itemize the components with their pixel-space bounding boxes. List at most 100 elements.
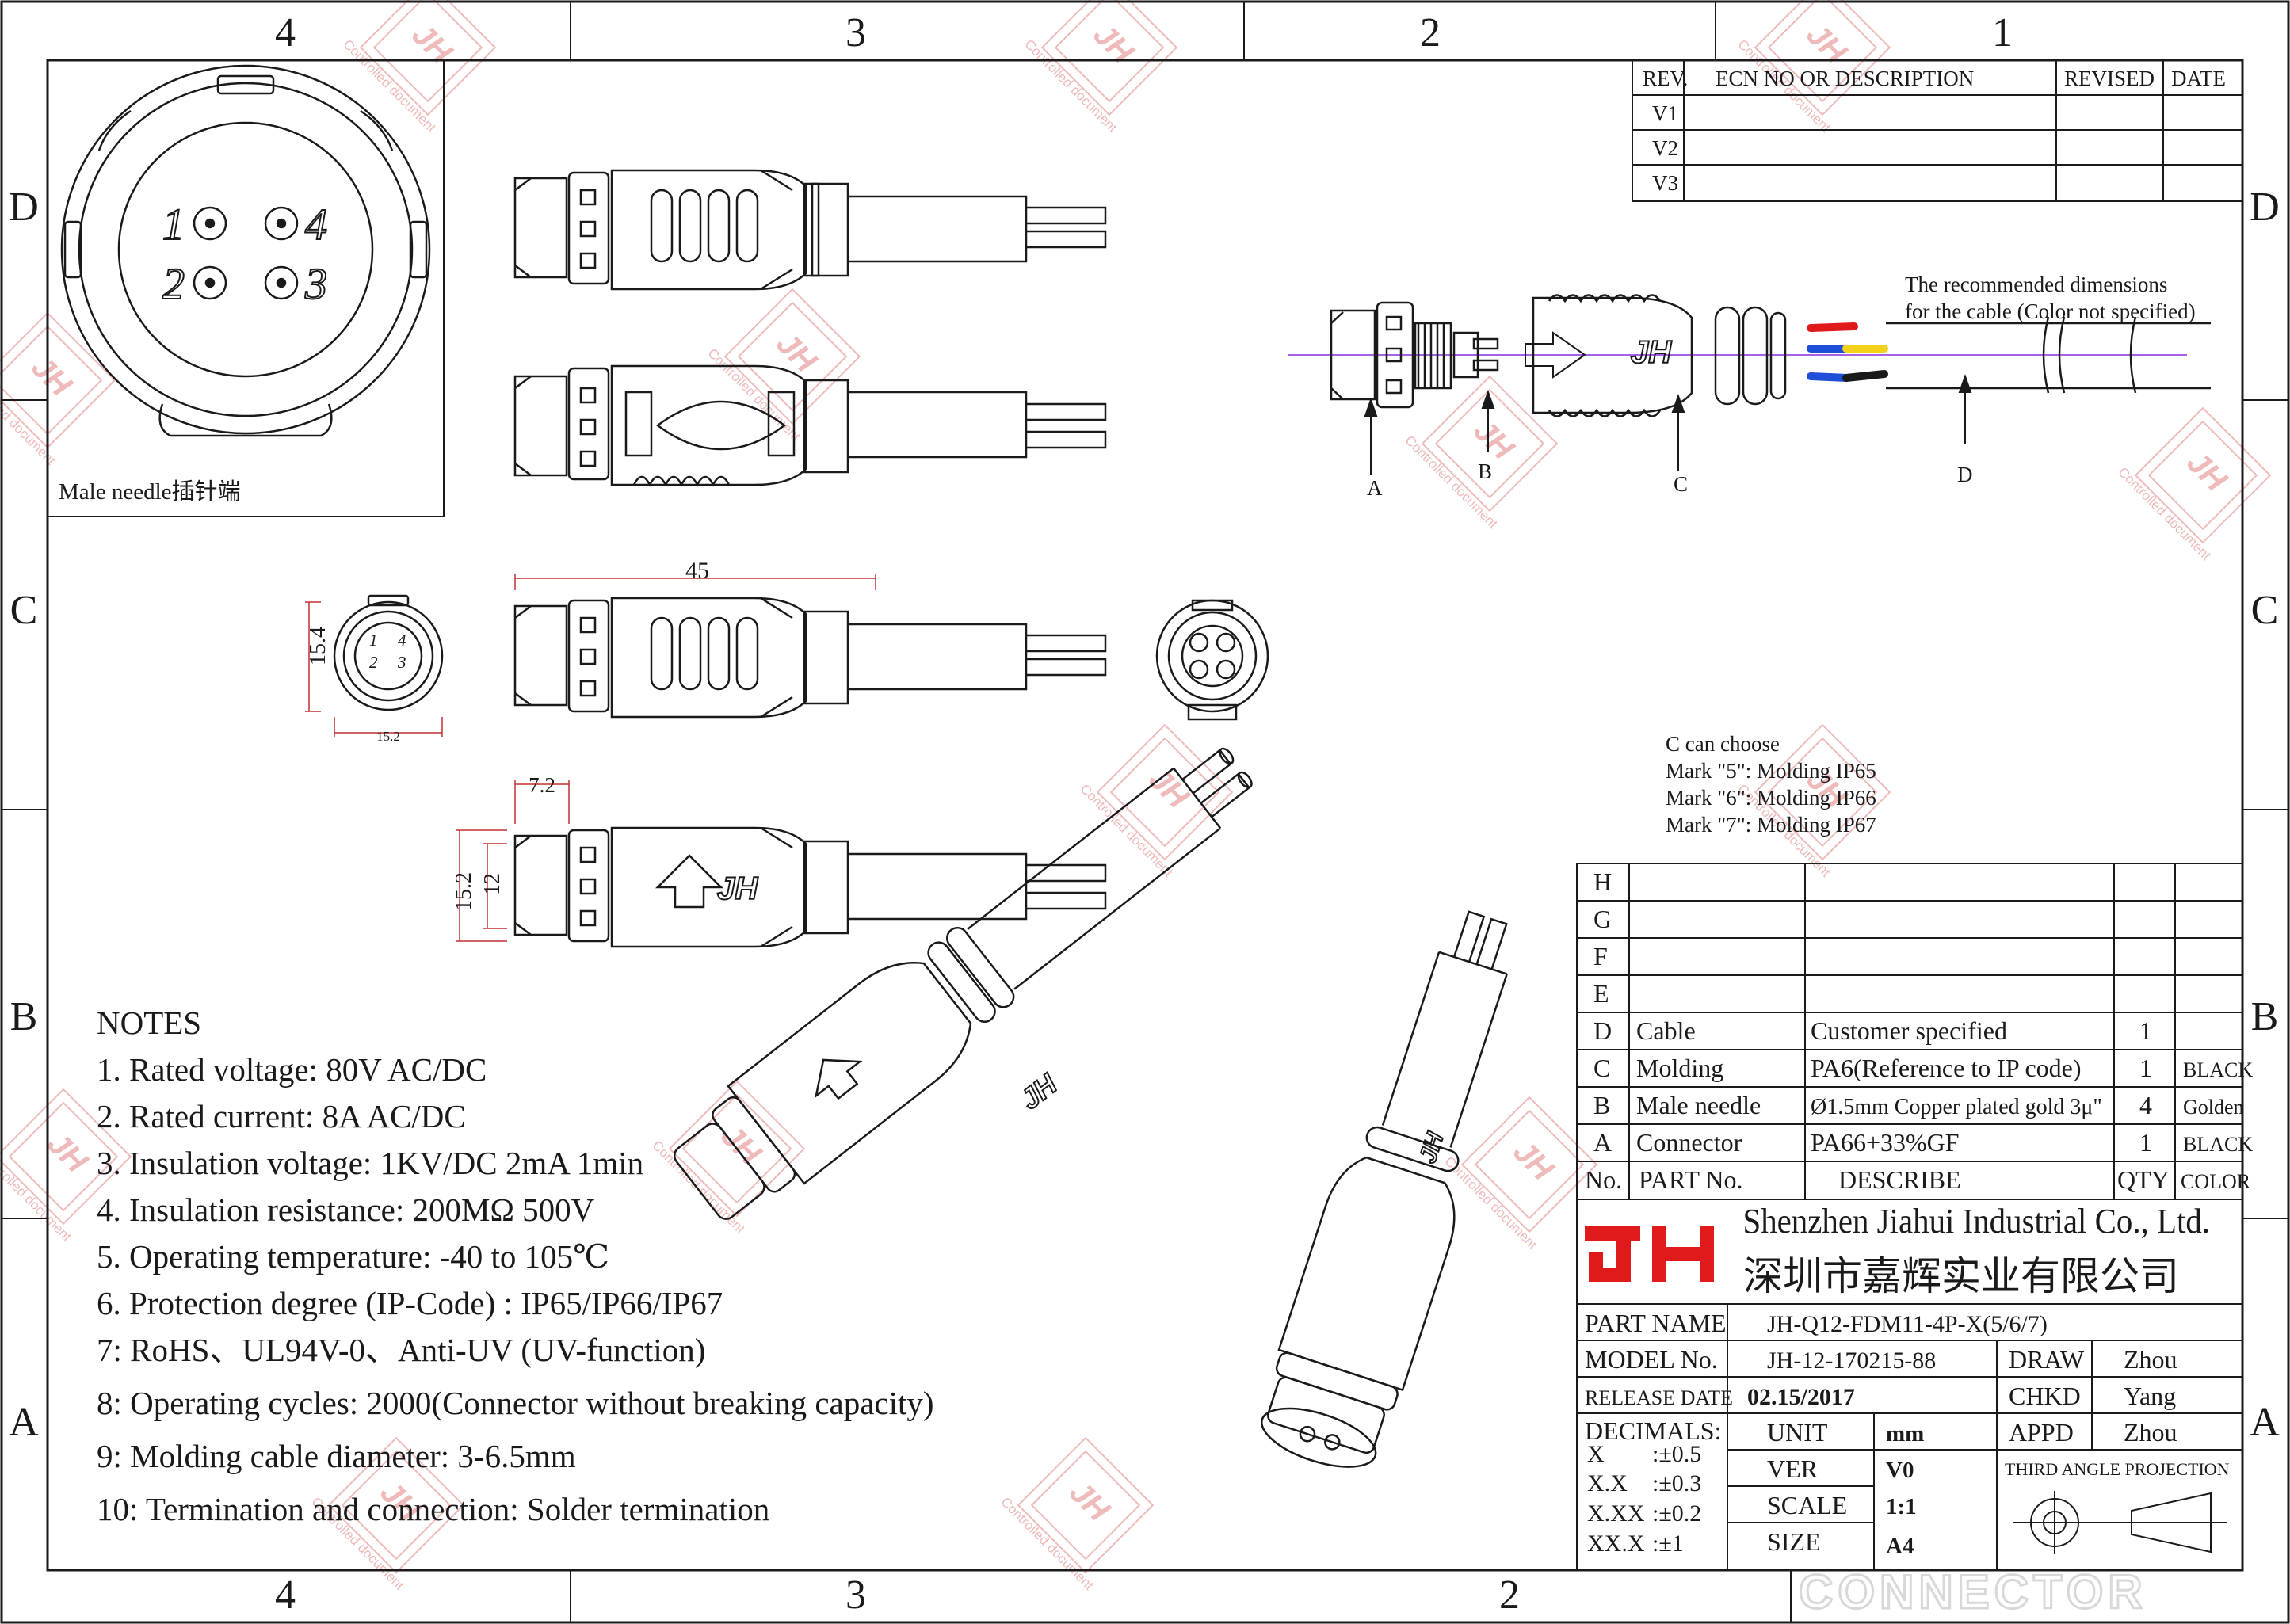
decimal-xx-key: X.X	[1587, 1470, 1628, 1496]
company-name-cn: 深圳市嘉辉实业有限公司	[1743, 1254, 2179, 1298]
notes-block: NOTES 1. Rated voltage: 80V AC/DC 2. Rat…	[97, 1000, 1111, 1533]
dim-nut: 7.2	[529, 773, 555, 797]
note-item: 8: Operating cycles: 2000(Connector with…	[97, 1385, 934, 1421]
zone-col-1-top: 1	[1992, 10, 2013, 55]
note-item: 10: Termination and connection: Solder t…	[97, 1491, 770, 1527]
svg-text:4: 4	[398, 631, 406, 650]
note-item: 2. Rated current: 8A AC/DC	[97, 1098, 466, 1134]
svg-text:2: 2	[369, 653, 378, 672]
decimal-xxdx-key: XX.X	[1587, 1531, 1645, 1557]
decimal-xx-val: :±0.3	[1652, 1470, 1701, 1496]
bom-a-no: A	[1593, 1128, 1612, 1157]
bom-a-color: BLACK	[2183, 1133, 2253, 1156]
scale-value: 1:1	[1886, 1494, 1917, 1519]
zone-row-c-left: C	[10, 588, 38, 633]
rev-row-v3: V3	[1652, 171, 1678, 195]
decimals-title: DECIMALS:	[1585, 1416, 1721, 1445]
dim-face-width: 15.2	[376, 729, 400, 744]
note-item: 5. Operating temperature: -40 to 105℃	[97, 1238, 610, 1275]
frame-zone-labels: 4 3 2 1 4 3 2 D C B A D C B A	[9, 10, 2280, 1618]
ver-label: VER	[1767, 1454, 1819, 1483]
rev-row-v2: V2	[1652, 136, 1678, 160]
rev-header-rev: REV.	[1643, 67, 1688, 90]
zone-col-4-top: 4	[275, 10, 296, 55]
bom-header-color: COLOR	[2181, 1170, 2251, 1193]
release-value: 02.15/2017	[1747, 1384, 1855, 1410]
svg-text:3: 3	[397, 653, 406, 672]
molding-option-ip67: Mark "7": Molding IP67	[1666, 813, 1876, 837]
dim-height-inner: 12	[480, 873, 505, 895]
zone-col-3-top: 3	[845, 10, 866, 55]
zone-row-c-right: C	[2251, 588, 2279, 633]
bom-row-g: G	[1593, 905, 1612, 933]
zone-row-d-right: D	[2250, 185, 2280, 230]
pin-label-1: 1	[162, 200, 185, 250]
bom-d-qty: 1	[2139, 1016, 2152, 1045]
zone-row-a-left: A	[9, 1400, 39, 1445]
exploded-assembly-view: A B C D JH	[1288, 294, 2211, 500]
projection-label: THIRD ANGLE PROJECTION	[2005, 1459, 2230, 1479]
isometric-views	[673, 747, 1508, 1468]
bom-header-no: No.	[1585, 1165, 1622, 1194]
size-value: A4	[1886, 1534, 1914, 1559]
dim-face-height: 15.4	[306, 627, 330, 665]
callout-a: A	[1367, 476, 1383, 500]
bom-d-part: Cable	[1636, 1016, 1696, 1045]
bom-c-part: Molding	[1636, 1054, 1723, 1082]
bom-a-qty: 1	[2139, 1128, 2152, 1157]
zone-row-b-right: B	[2251, 994, 2279, 1039]
bom-d-describe: Customer specified	[1811, 1016, 2007, 1045]
part-name-label: PART NAME	[1585, 1309, 1727, 1337]
note-item: 9: Molding cable diameter: 3-6.5mm	[97, 1438, 576, 1474]
molding-options-note: C can choose Mark "5": Molding IP65 Mark…	[1666, 730, 1876, 838]
part-name-value: JH-Q12-FDM11-4P-X(5/6/7)	[1767, 1311, 2048, 1337]
revision-table: REV. ECN NO OR DESCRIPTION REVISED DATE …	[1632, 59, 2243, 202]
zone-col-2-top: 2	[1420, 10, 1441, 55]
bom-header-qty: QTY	[2117, 1165, 2170, 1194]
note-item: 6. Protection degree (IP-Code) : IP65/IP…	[97, 1285, 723, 1321]
svg-text:1: 1	[369, 631, 378, 650]
note-item: 1. Rated voltage: 80V AC/DC	[97, 1051, 487, 1088]
bom-c-describe: PA6(Reference to IP code)	[1811, 1054, 2082, 1082]
bom-header-describe: DESCRIBE	[1838, 1165, 1961, 1194]
bom-b-part: Male needle	[1636, 1091, 1761, 1119]
bom-row-e: E	[1593, 979, 1609, 1008]
molding-option-ip66: Mark "6": Molding IP66	[1666, 786, 1876, 810]
callout-d: D	[1957, 463, 1973, 486]
bom-table: H G F E D Cable Customer specified 1 C M…	[1576, 863, 2253, 1200]
exploded-logo-mark: JH	[1631, 335, 1672, 370]
connector-side-views	[513, 169, 1107, 948]
zone-col-2-bottom: 2	[1499, 1573, 1520, 1618]
zone-row-b-left: B	[10, 994, 38, 1039]
decimal-x-key: X	[1587, 1441, 1605, 1467]
decimal-xxx-key: X.XX	[1587, 1500, 1645, 1527]
note-item: 4. Insulation resistance: 200MΩ 500V	[97, 1191, 595, 1228]
zone-row-a-right: A	[2250, 1400, 2280, 1445]
footer-brand-watermark: CONNECTOR	[1799, 1565, 2147, 1618]
bom-a-describe: PA66+33%GF	[1811, 1128, 1960, 1157]
third-angle-projection-symbol	[2013, 1491, 2227, 1554]
rev-row-v1: V1	[1652, 101, 1678, 125]
chkd-label: CHKD	[2009, 1382, 2081, 1410]
size-label: SIZE	[1767, 1527, 1821, 1556]
title-block: PART NAME JH-Q12-FDM11-4P-X(5/6/7) MODEL…	[1576, 1303, 2243, 1571]
bom-b-no: B	[1593, 1091, 1610, 1119]
decimal-xxdx-val: :±1	[1652, 1531, 1684, 1557]
dimension-values: 45 15.4 15.2 7.2 15.2 12	[306, 558, 709, 911]
zone-row-d-left: D	[9, 185, 39, 230]
chkd-value: Yang	[2124, 1382, 2176, 1410]
unit-label: UNIT	[1767, 1418, 1828, 1447]
company-name-en: Shenzhen Jiahui Industrial Co., Ltd.	[1742, 1203, 2210, 1241]
draw-value: Zhou	[2124, 1345, 2177, 1374]
pin-label-4: 4	[305, 200, 327, 250]
cable-dimension-note: The recommended dimensions for the cable…	[1905, 273, 2196, 323]
pinout-face-view: 1 4 2 3 Male needle插针端	[47, 59, 445, 517]
model-label: MODEL No.	[1585, 1345, 1718, 1374]
bom-c-no: C	[1593, 1054, 1610, 1082]
unit-value: mm	[1886, 1421, 1924, 1447]
side-view-logo-mark: JH	[717, 871, 758, 906]
release-label: RELEASE DATE	[1585, 1386, 1733, 1409]
bom-d-no: D	[1593, 1016, 1612, 1045]
dimension-lines	[305, 574, 876, 942]
